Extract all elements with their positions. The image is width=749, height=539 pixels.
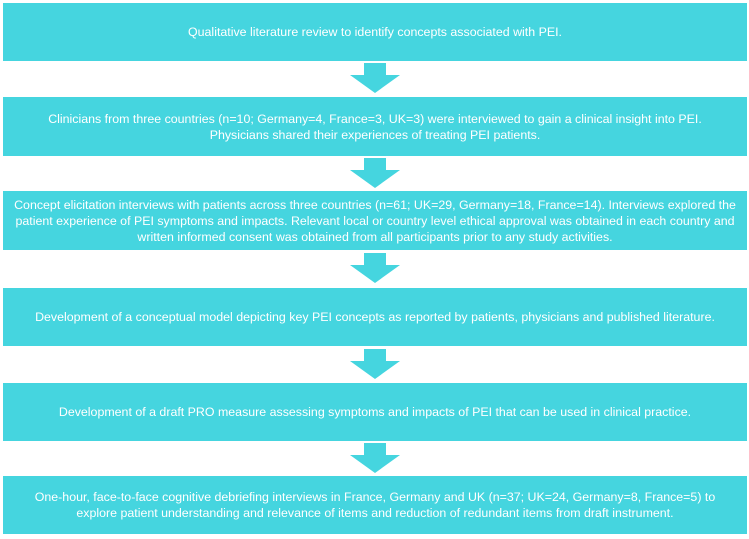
flow-step-3-text: Concept elicitation interviews with pati… <box>14 197 736 244</box>
flow-step-5-box: Development of a draft PRO measure asses… <box>3 383 747 441</box>
flow-arrow-4 <box>350 349 400 379</box>
flow-step-2-box: Clinicians from three countries (n=10; G… <box>3 97 747 156</box>
flow-step-3-box: Concept elicitation interviews with pati… <box>3 191 747 250</box>
flow-arrow-1 <box>350 63 400 93</box>
flow-step-6-box: One-hour, face-to-face cognitive debrief… <box>3 476 747 534</box>
flow-arrow-5 <box>350 443 400 473</box>
flow-step-2-text: Clinicians from three countries (n=10; G… <box>48 111 702 142</box>
flow-arrow-3 <box>350 253 400 283</box>
flow-step-6-text: One-hour, face-to-face cognitive debrief… <box>34 490 716 520</box>
flow-step-4-box: Development of a conceptual model depict… <box>3 288 747 346</box>
flow-step-1-box: Qualitative literature review to identif… <box>3 3 747 61</box>
flow-arrow-2 <box>350 158 400 188</box>
flow-step-5-text: Development of a draft PRO measure asses… <box>58 405 692 419</box>
flow-step-1-text: Qualitative literature review to identif… <box>188 25 562 39</box>
flow-step-4-text: Development of a conceptual model depict… <box>35 310 715 324</box>
